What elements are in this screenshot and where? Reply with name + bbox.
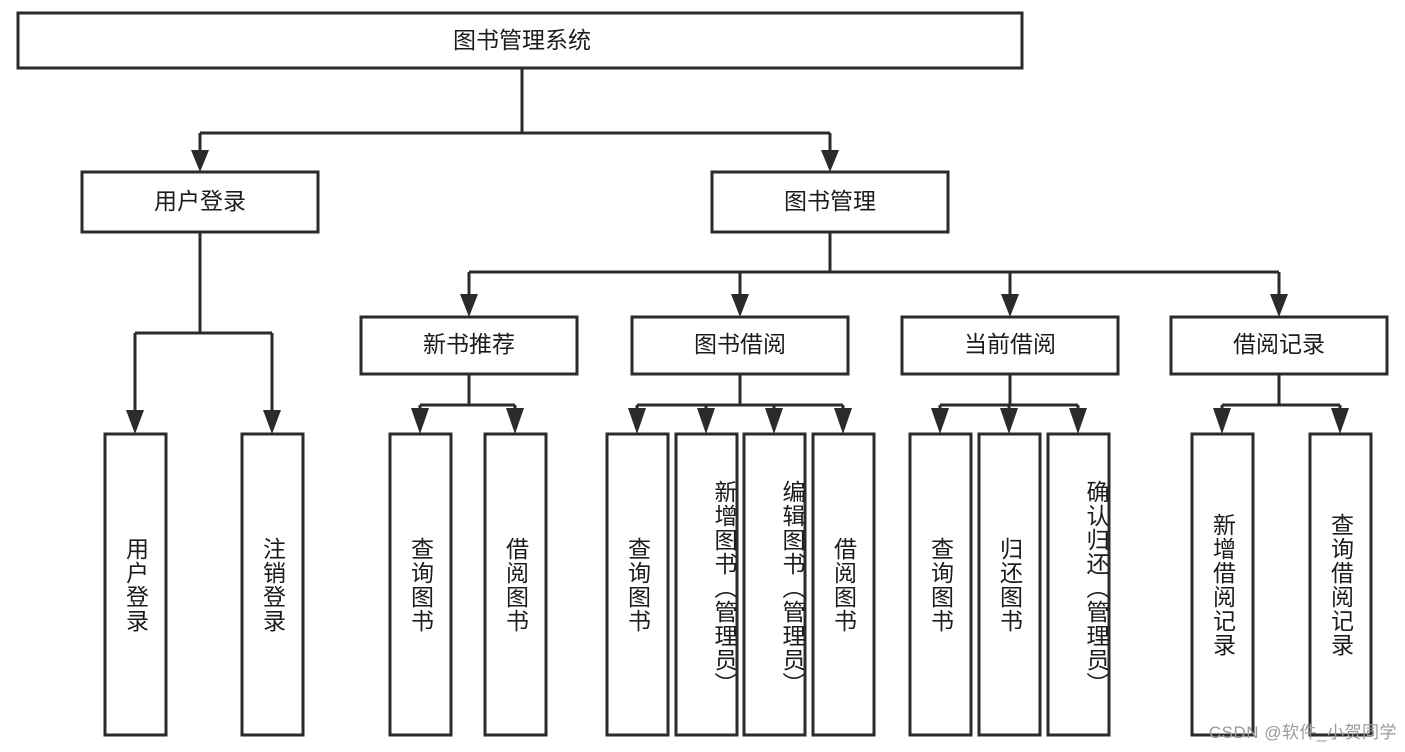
arrow-current-leaf-0	[931, 408, 949, 434]
node-borrow-record-label: 借阅记录	[1233, 331, 1325, 357]
leaf-record-1-box[interactable]	[1308, 432, 1373, 737]
leaf-record-0-box[interactable]	[1190, 432, 1255, 737]
node-root-box[interactable]	[16, 11, 1024, 70]
arrow-book-mgmt-to-new-book	[460, 294, 478, 317]
arrow-new-book-leaf-1	[506, 408, 524, 434]
leaf-user-login-0-box[interactable]	[103, 432, 168, 737]
arrow-record-leaf-1	[1331, 408, 1349, 434]
arrow-user-login-leaf-0	[126, 410, 144, 434]
arrow-root-to-user-login	[191, 150, 209, 172]
leaf-borrow-3-box[interactable]	[811, 432, 876, 737]
arrow-current-leaf-1	[1000, 408, 1018, 434]
leaf-current-1-box[interactable]	[977, 432, 1042, 737]
arrow-current-leaf-2	[1069, 408, 1087, 434]
node-user-login-box[interactable]	[80, 170, 320, 234]
arrow-user-login-leaf-1	[263, 410, 281, 434]
node-user-login-label: 用户登录	[154, 188, 246, 214]
node-book-mgmt-label: 图书管理	[784, 188, 876, 214]
connector-layer	[126, 68, 1349, 434]
node-book-mgmt-box[interactable]	[710, 170, 950, 234]
arrow-borrow-leaf-0	[628, 408, 646, 434]
arrow-borrow-leaf-3	[834, 408, 852, 434]
arrow-borrow-leaf-2	[765, 408, 783, 434]
arrow-record-leaf-0	[1213, 408, 1231, 434]
node-layer: 图书管理系统 用户登录 图书管理 新书推荐 图书借阅 当前借阅 借阅记录	[16, 11, 1389, 737]
node-borrow-record-box[interactable]	[1169, 315, 1389, 376]
node-current-borrow-label: 当前借阅	[964, 331, 1056, 357]
arrow-book-mgmt-to-borrow	[731, 294, 749, 317]
arrow-new-book-leaf-0	[411, 408, 429, 434]
node-new-book-label: 新书推荐	[423, 331, 515, 357]
arrow-book-mgmt-to-current	[1001, 294, 1019, 317]
leaf-new-book-1-box[interactable]	[483, 432, 548, 737]
leaf-new-book-0-box[interactable]	[388, 432, 453, 737]
node-root-label: 图书管理系统	[453, 27, 591, 53]
leaf-user-login-1-box[interactable]	[240, 432, 305, 737]
node-current-borrow-box[interactable]	[900, 315, 1120, 376]
node-new-book-box[interactable]	[359, 315, 579, 376]
leaf-borrow-0-box[interactable]	[605, 432, 670, 737]
leaf-current-0-box[interactable]	[908, 432, 973, 737]
node-borrow-box[interactable]	[630, 315, 850, 376]
leaf-current-2-box[interactable]	[1046, 432, 1111, 737]
arrow-book-mgmt-to-record	[1270, 294, 1288, 317]
arrow-borrow-leaf-1	[697, 408, 715, 434]
leaf-borrow-2-box[interactable]	[742, 432, 807, 737]
csdn-watermark: CSDN @软件_小贺同学	[1208, 723, 1397, 742]
arrow-root-to-book-mgmt	[821, 150, 839, 172]
node-borrow-label: 图书借阅	[694, 331, 786, 357]
leaf-borrow-1-box[interactable]	[674, 432, 739, 737]
